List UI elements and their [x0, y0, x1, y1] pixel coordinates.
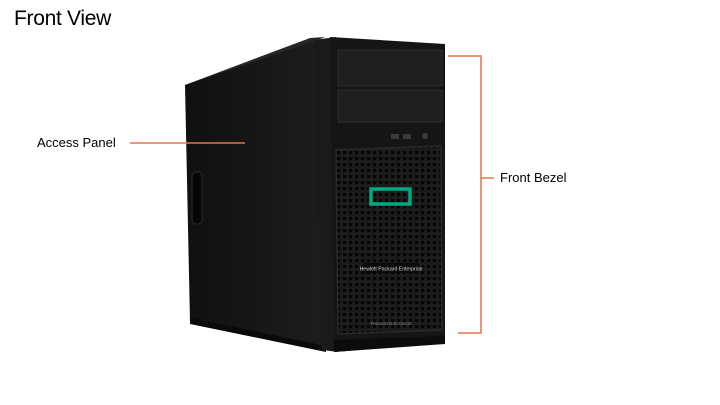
access-panel-label: Access Panel: [37, 135, 116, 150]
side-handle: [191, 171, 203, 225]
power-button-icon: [422, 133, 428, 139]
usb-port-icon: [391, 134, 399, 139]
model-text: ProLiant ML30 Gen10: [371, 321, 413, 326]
drive-bay-upper: [337, 49, 443, 87]
usb-port-icon: [403, 134, 411, 139]
front-bezel-callout-bracket: [448, 55, 482, 334]
brand-text: Hewlett Packard Enterprise: [360, 267, 423, 273]
drive-bay-lower: [337, 89, 443, 123]
front-base: [334, 336, 445, 352]
page-title: Front View: [14, 7, 111, 30]
access-panel-side: [185, 40, 326, 350]
brand-plate: [363, 263, 419, 273]
front-bezel-label: Front Bezel: [500, 170, 567, 185]
chassis-bottom-edge: [190, 318, 326, 352]
front-bezel: [335, 145, 443, 335]
hpe-logo-icon: [369, 187, 412, 206]
